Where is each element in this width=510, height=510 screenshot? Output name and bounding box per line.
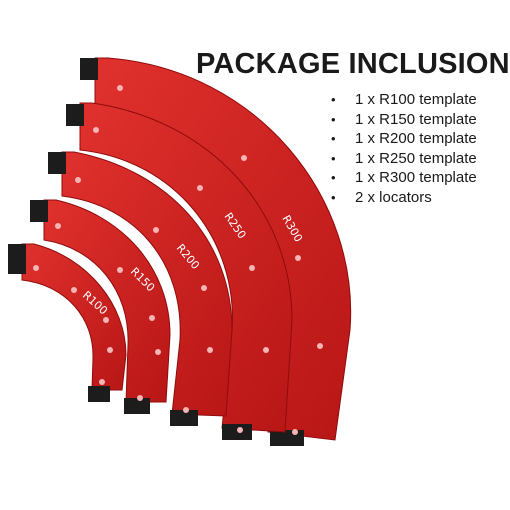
package-inclusion-heading: PACKAGE INCLUSION bbox=[196, 48, 510, 80]
bullet-icon: • bbox=[331, 131, 336, 146]
list-item: •1 x R150 template bbox=[331, 110, 477, 128]
list-item: •1 x R100 template bbox=[331, 91, 477, 108]
list-item: •1 x R200 template bbox=[331, 130, 477, 147]
locator-block bbox=[80, 58, 98, 80]
bullet-icon: • bbox=[331, 189, 336, 205]
locator-block bbox=[66, 104, 84, 126]
template-r250: R250 bbox=[66, 102, 293, 440]
list-item: •2 x locators bbox=[331, 188, 432, 206]
inclusion-list: •1 x R100 template •1 x R150 template •1… bbox=[331, 90, 477, 207]
locator-block bbox=[30, 200, 48, 222]
template-r200: R200 bbox=[48, 151, 233, 426]
locator-block bbox=[222, 424, 252, 440]
bullet-icon: • bbox=[331, 170, 336, 185]
bullet-icon: • bbox=[331, 111, 336, 127]
locator-block bbox=[270, 430, 304, 446]
locator-block bbox=[48, 152, 66, 174]
locator-block bbox=[170, 410, 198, 426]
list-item: •1 x R300 template bbox=[331, 169, 477, 186]
locator-block bbox=[124, 398, 150, 414]
bullet-icon: • bbox=[331, 150, 336, 166]
template-r100: R100 bbox=[8, 243, 127, 402]
locator-block bbox=[8, 244, 26, 274]
bullet-icon: • bbox=[331, 92, 336, 107]
locator-block bbox=[88, 386, 110, 402]
template-r150: R150 bbox=[30, 199, 171, 414]
list-item: •1 x R250 template bbox=[331, 149, 477, 167]
